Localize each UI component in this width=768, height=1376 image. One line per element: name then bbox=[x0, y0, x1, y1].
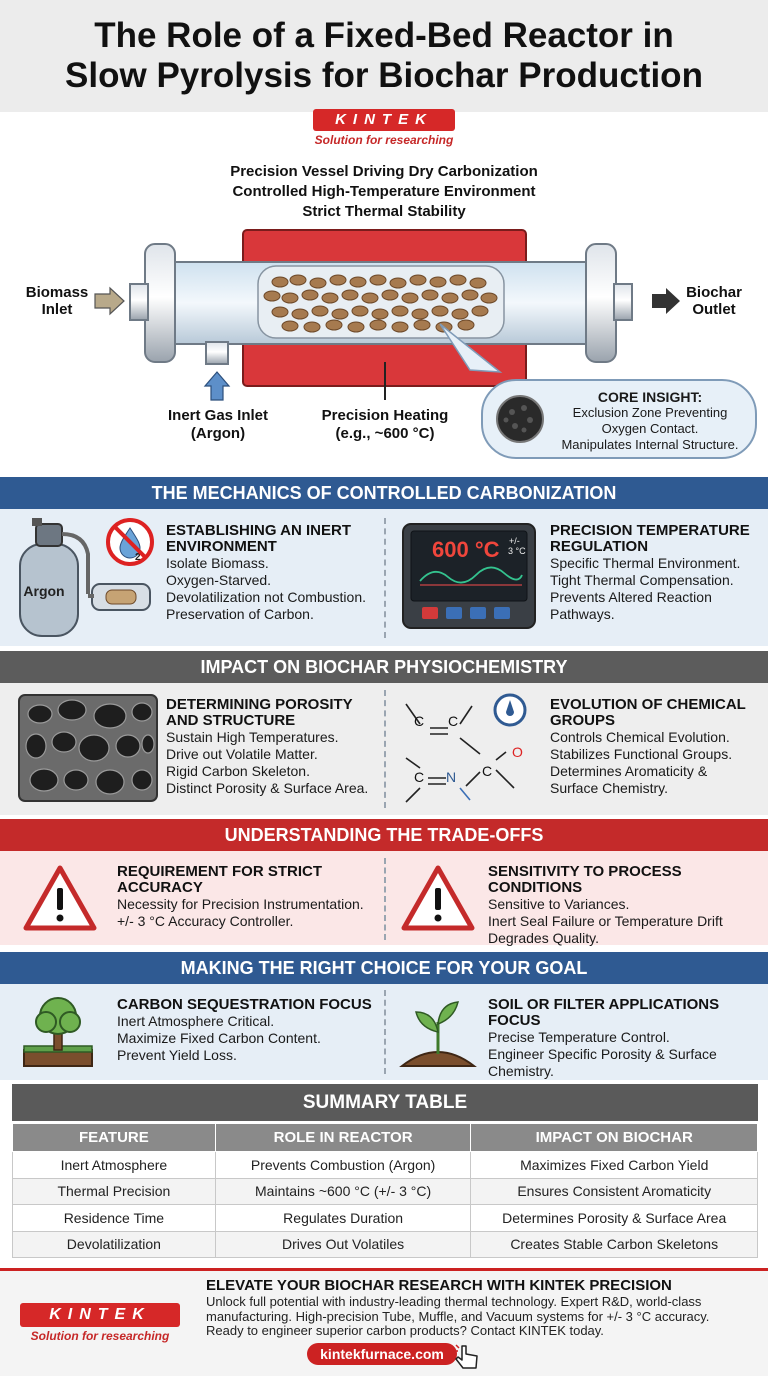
biochar-outlet-arrow bbox=[652, 288, 680, 314]
hero-subtitle-3: Strict Thermal Stability bbox=[302, 203, 466, 220]
page-title-line-1: The Role of a Fixed-Bed Reactor in bbox=[94, 16, 674, 55]
tradeoffs-heading: UNDERSTANDING THE TRADE-OFFS bbox=[0, 819, 768, 851]
porosity-card: DETERMINING POROSITY AND STRUCTURE Susta… bbox=[166, 697, 380, 797]
sprout-icon bbox=[399, 1001, 477, 1067]
summary-table-title: SUMMARY TABLE bbox=[12, 1084, 758, 1121]
soil-filter-card: SOIL OR FILTER APPLICATIONS FOCUS Precis… bbox=[488, 997, 766, 1080]
choice-divider bbox=[384, 990, 386, 1074]
impact-divider bbox=[384, 690, 386, 808]
chemical-groups-title: EVOLUTION OF CHEMICAL bbox=[550, 696, 746, 713]
gas-inlet-pipe bbox=[205, 341, 229, 365]
hero-subtitle-1: Precision Vessel Driving Dry Carbonizati… bbox=[230, 163, 538, 180]
carbon-sequestration-title: CARBON SEQUESTRATION FOCUS bbox=[117, 996, 372, 1013]
choice-heading: MAKING THE RIGHT CHOICE FOR YOUR GOAL bbox=[0, 952, 768, 984]
table-row: Residence Time Regulates Duration Determ… bbox=[12, 1204, 758, 1232]
insight-callout bbox=[481, 379, 757, 459]
table-row: Thermal Precision Maintains ~600 °C (+/-… bbox=[12, 1177, 758, 1205]
molecule-label-n: N bbox=[446, 769, 457, 785]
footer-heading: ELEVATE YOUR BIOCHAR RESEARCH WITH KINTE… bbox=[206, 1277, 672, 1294]
table-cell: Creates Stable Carbon Skeletons bbox=[470, 1230, 758, 1258]
column-header-role: ROLE IN REACTOR bbox=[214, 1123, 472, 1152]
biochar-outlet-label: Biochar Outlet bbox=[686, 284, 742, 318]
molecule-label-c3: C bbox=[482, 763, 493, 779]
no-oxygen-icon: 2 bbox=[106, 518, 154, 566]
tradeoffs-divider bbox=[384, 858, 386, 940]
page-title-line-2: Slow Pyrolysis for Biochar Production bbox=[65, 56, 703, 95]
process-sensitivity-card: SENSITIVITY TO PROCESS CONDITIONS Sensit… bbox=[488, 864, 766, 947]
temperature-regulation-title: PRECISION TEMPERATURE bbox=[550, 522, 750, 539]
table-cell: Ensures Consistent Aromaticity bbox=[470, 1177, 758, 1205]
process-sensitivity-title: SENSITIVITY TO PROCESS CONDITIONS bbox=[488, 863, 682, 896]
left-end-cap bbox=[144, 243, 176, 363]
chemical-groups-diagram bbox=[405, 693, 527, 803]
page-title: The Role of a Fixed-Bed Reactor in Slow … bbox=[0, 16, 768, 96]
mechanics-heading: THE MECHANICS OF CONTROLLED CARBONIZATIO… bbox=[0, 477, 768, 509]
table-cell: Inert Atmosphere bbox=[12, 1151, 216, 1179]
table-cell: Thermal Precision bbox=[12, 1177, 216, 1205]
insight-title: CORE INSIGHT: bbox=[597, 389, 703, 405]
mechanics-divider bbox=[384, 518, 386, 638]
summary-table-section: SUMMARY TABLE FEATURE ROLE IN REACTOR IM… bbox=[12, 1084, 758, 1258]
porous-biochar-image bbox=[18, 694, 158, 802]
table-cell: Regulates Duration bbox=[214, 1204, 472, 1232]
insight-text: CORE INSIGHT: Exclusion Zone Preventing … bbox=[550, 389, 750, 453]
biomass-pellets bbox=[263, 274, 498, 333]
table-row: Devolatilization Drives Out Volatiles Cr… bbox=[12, 1230, 758, 1258]
column-header-feature: FEATURE bbox=[12, 1123, 216, 1152]
controller-tolerance-top: +/- bbox=[509, 536, 520, 546]
header-logo: KINTEK bbox=[313, 109, 455, 131]
footer-logo-tagline: Solution for researching bbox=[30, 1329, 170, 1343]
biomass-inlet-label: Biomass Inlet bbox=[25, 284, 89, 318]
temperature-regulation-card: PRECISION TEMPERATURE REGULATION Specifi… bbox=[550, 523, 764, 623]
controller-temp-readout: 600 °C bbox=[432, 537, 500, 562]
inert-environment-card: ESTABLISHING AN INERT ENVIRONMENT Isolat… bbox=[166, 523, 378, 623]
gas-inlet-arrow bbox=[203, 371, 231, 401]
summary-table-header-row: FEATURE ROLE IN REACTOR IMPACT ON BIOCHA… bbox=[12, 1123, 758, 1152]
table-cell: Determines Porosity & Surface Area bbox=[470, 1204, 758, 1232]
svg-text:2: 2 bbox=[135, 552, 141, 563]
molecule-label-c4: C bbox=[414, 769, 425, 785]
soil-filter-title: SOIL OR FILTER APPLICATIONS FOCUS bbox=[488, 996, 720, 1029]
table-row: Inert Atmosphere Prevents Combustion (Ar… bbox=[12, 1151, 758, 1179]
header bbox=[0, 0, 768, 112]
reactor-illustration bbox=[94, 229, 757, 459]
heating-label: Precision Heating (e.g., ~600 °C) bbox=[321, 407, 449, 442]
summary-table: FEATURE ROLE IN REACTOR IMPACT ON BIOCHA… bbox=[12, 1123, 758, 1258]
table-cell: Maximizes Fixed Carbon Yield bbox=[470, 1151, 758, 1179]
inert-gas-label: Inert Gas Inlet (Argon) bbox=[167, 407, 269, 442]
porosity-title: DETERMINING POROSITY bbox=[166, 696, 353, 713]
chemical-groups-card: EVOLUTION OF CHEMICAL GROUPS Controls Ch… bbox=[550, 697, 764, 797]
tree-icon bbox=[23, 997, 93, 1067]
controller-tolerance-bottom: 3 °C bbox=[508, 546, 526, 556]
table-cell: Prevents Combustion (Argon) bbox=[214, 1151, 472, 1179]
impact-heading: IMPACT ON BIOCHAR PHYSIOCHEMISTRY bbox=[0, 651, 768, 683]
molecule-label-c2: C bbox=[448, 713, 459, 729]
strict-accuracy-card: REQUIREMENT FOR STRICT ACCURACY Necessit… bbox=[117, 864, 381, 930]
molecule-label-o: O bbox=[512, 744, 523, 760]
table-cell: Drives Out Volatiles bbox=[214, 1230, 472, 1258]
column-header-impact: IMPACT ON BIOCHAR bbox=[470, 1123, 758, 1152]
right-end-cap bbox=[585, 243, 617, 363]
argon-tank-label: Argon bbox=[23, 583, 65, 599]
strict-accuracy-title: REQUIREMENT FOR STRICT bbox=[117, 863, 322, 880]
molecule-label-c1: C bbox=[414, 713, 425, 729]
warning-icon-left bbox=[23, 865, 97, 931]
temperature-controller-icon bbox=[402, 523, 536, 629]
website-link-button[interactable]: kintekfurnace.com bbox=[307, 1343, 457, 1365]
table-cell: Residence Time bbox=[12, 1204, 216, 1232]
header-logo-tagline: Solution for researching bbox=[314, 133, 454, 147]
carbon-sequestration-card: CARBON SEQUESTRATION FOCUS Inert Atmosph… bbox=[117, 997, 381, 1064]
biochar-sample-icon bbox=[496, 395, 544, 443]
argon-setup-icon: 2 bbox=[19, 518, 154, 637]
biomass-inlet-arrow bbox=[94, 286, 125, 316]
table-cell: Maintains ~600 °C (+/- 3 °C) bbox=[214, 1177, 472, 1205]
pointer-hand-icon bbox=[454, 1344, 478, 1369]
footer-description: Unlock full potential with industry-lead… bbox=[206, 1294, 710, 1338]
hero-subtitle-2: Controlled High-Temperature Environment bbox=[232, 183, 536, 200]
warning-icon-right bbox=[401, 865, 475, 931]
inert-environment-title: ESTABLISHING AN INERT bbox=[166, 522, 352, 539]
footer-logo: KINTEK bbox=[20, 1303, 180, 1327]
table-cell: Devolatilization bbox=[12, 1230, 216, 1258]
